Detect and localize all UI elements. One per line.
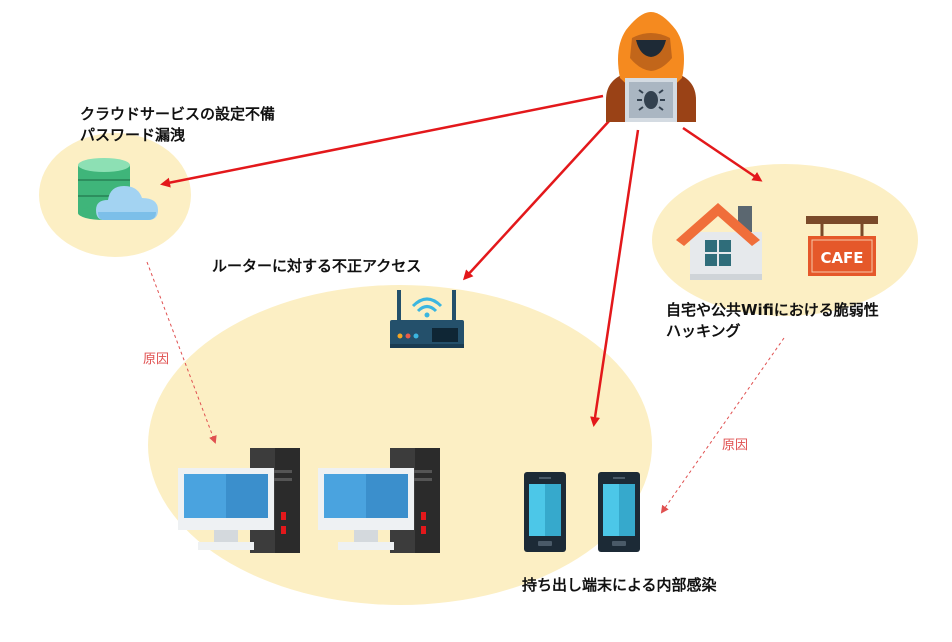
cafe-sign-text: CAFE xyxy=(820,249,863,267)
cloud-label: クラウドサービスの設定不備 パスワード漏洩 xyxy=(80,104,275,146)
desktop-pc-icon xyxy=(178,448,300,553)
hacker-icon xyxy=(606,12,696,122)
devices-label: 持ち出し端末による内部感染 xyxy=(522,576,717,594)
house-icon xyxy=(676,203,762,280)
attack-arrow-router xyxy=(462,119,611,281)
desktop-pc-icon xyxy=(318,448,440,553)
smartphone-icon xyxy=(524,472,566,552)
home-label-line2: ハッキング xyxy=(666,322,741,340)
cloud-label-line2: パスワード漏洩 xyxy=(80,126,186,144)
attack-arrow-home xyxy=(682,126,763,182)
router-icon xyxy=(390,290,464,348)
cause-arrow-right xyxy=(660,337,785,514)
cause-label-left: 原因 xyxy=(143,352,170,367)
cloud-label-line1: クラウドサービスの設定不備 xyxy=(80,105,276,123)
home-label: 自宅や公共Wifiにおける脆弱性 ハッキング xyxy=(666,300,879,342)
attack-arrow-cloud xyxy=(160,94,604,188)
cause-label-right: 原因 xyxy=(722,438,749,453)
cafe-sign-icon: CAFE xyxy=(806,216,878,276)
cause-arrow-left xyxy=(146,261,217,444)
cloud-icon xyxy=(96,186,158,220)
home-label-line1: 自宅や公共Wifiにおける脆弱性 xyxy=(666,301,879,319)
router-label: ルーターに対する不正アクセス xyxy=(212,257,422,275)
smartphone-icon xyxy=(598,472,640,552)
attack-arrow-devices xyxy=(590,129,640,427)
